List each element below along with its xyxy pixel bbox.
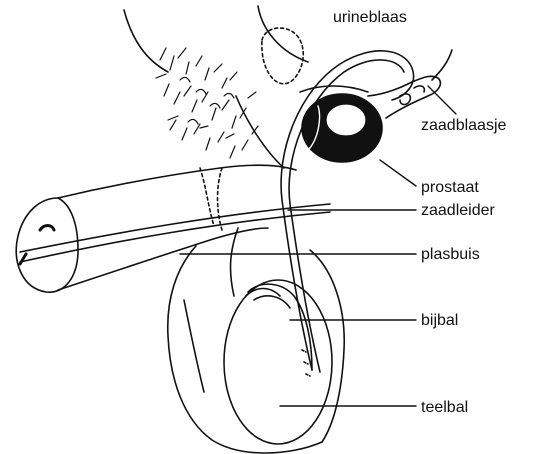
label-plasbuis: plasbuis bbox=[421, 246, 480, 264]
urineblaas-organ bbox=[262, 28, 368, 92]
label-prostaat: prostaat bbox=[421, 179, 479, 197]
leader-zaadblaasje bbox=[428, 86, 456, 114]
leader-prostaat bbox=[380, 160, 416, 186]
bijbal-organ bbox=[248, 284, 312, 376]
label-zaadblaasje: zaadblaasje bbox=[421, 117, 506, 135]
glans bbox=[16, 198, 78, 292]
label-teelbal: teelbal bbox=[421, 399, 468, 417]
label-zaadleider: zaadleider bbox=[421, 202, 495, 220]
label-bijbal: bijbal bbox=[421, 312, 458, 330]
pubic-hair bbox=[156, 48, 258, 158]
scrotum bbox=[168, 228, 344, 453]
zaadblaasje-organ bbox=[368, 76, 440, 118]
plasbuis-duct-inner bbox=[236, 96, 284, 168]
teelbal-organ bbox=[224, 280, 332, 444]
label-urineblaas: urineblaas bbox=[333, 9, 407, 27]
penis bbox=[20, 165, 330, 290]
